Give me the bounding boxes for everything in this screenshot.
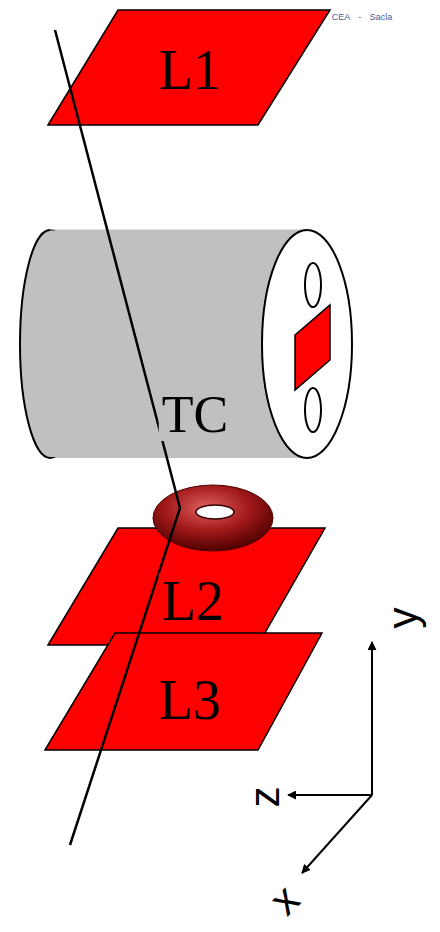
part-name: L3: [156, 672, 224, 728]
part-name: L1: [156, 42, 224, 98]
label-holder: CEA - Sacla: [332, 6, 393, 24]
axis-label: z: [240, 787, 287, 808]
torus: [153, 485, 273, 551]
text-holder: TC: [159, 389, 231, 441]
text-holder: L1: [156, 42, 224, 98]
axis-label: x: [260, 876, 308, 924]
label-holder: z: [243, 787, 285, 808]
label-holder: y: [381, 608, 423, 629]
axes: [288, 642, 372, 873]
label-holder: x: [262, 878, 307, 923]
watermark: CEA - Sacla: [332, 12, 393, 22]
text-holder: L2: [159, 573, 227, 629]
axis-label: y: [378, 608, 425, 629]
tc-cylinder: TC: [18, 228, 358, 460]
detector-plane: L2: [40, 525, 340, 650]
part-name: TC: [159, 389, 231, 441]
detector-plane: L1: [40, 8, 340, 128]
part-name: L2: [159, 573, 227, 629]
detector-plane: L3: [40, 630, 340, 755]
text-holder: L3: [156, 672, 224, 728]
